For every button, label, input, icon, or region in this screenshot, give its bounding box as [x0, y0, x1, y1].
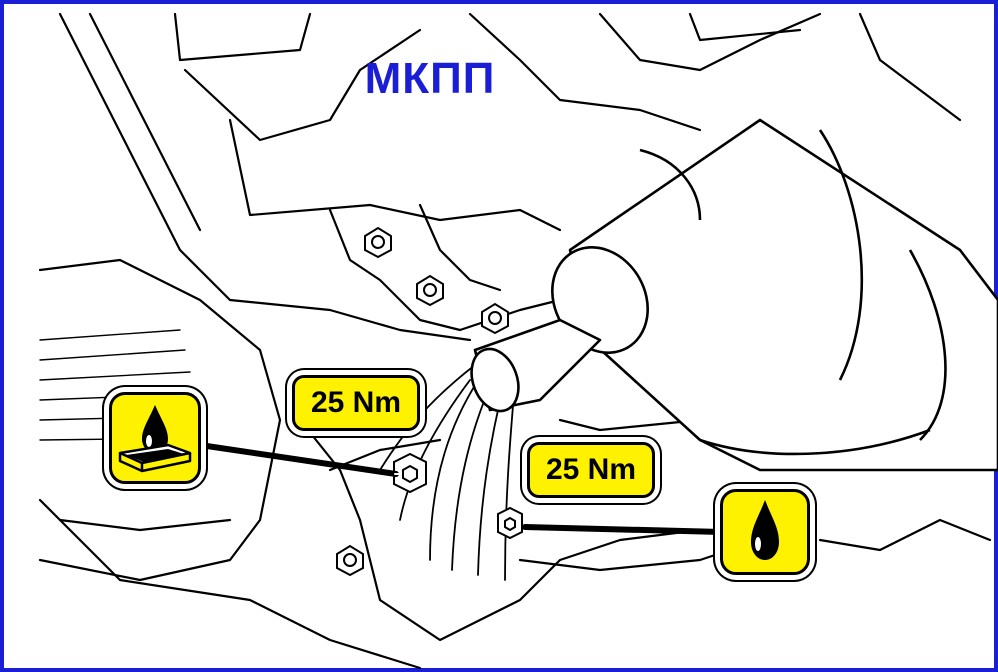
drain-plug [497, 506, 523, 540]
drain-leader-line [522, 524, 725, 535]
torque-value: 25 Nm [310, 386, 402, 419]
oil-fill-icon [118, 405, 192, 473]
fill-leader-line [197, 442, 399, 477]
oil-drain-callout [720, 489, 810, 575]
fill-plug [393, 452, 427, 494]
torque-label-drain: 25 Nm [527, 442, 655, 498]
torque-label-fill: 25 Nm [292, 375, 420, 431]
oil-drain-icon [751, 500, 779, 560]
page-title: МКПП [364, 54, 496, 103]
torque-value: 25 Nm [545, 453, 637, 486]
oil-fill-callout [109, 392, 201, 484]
